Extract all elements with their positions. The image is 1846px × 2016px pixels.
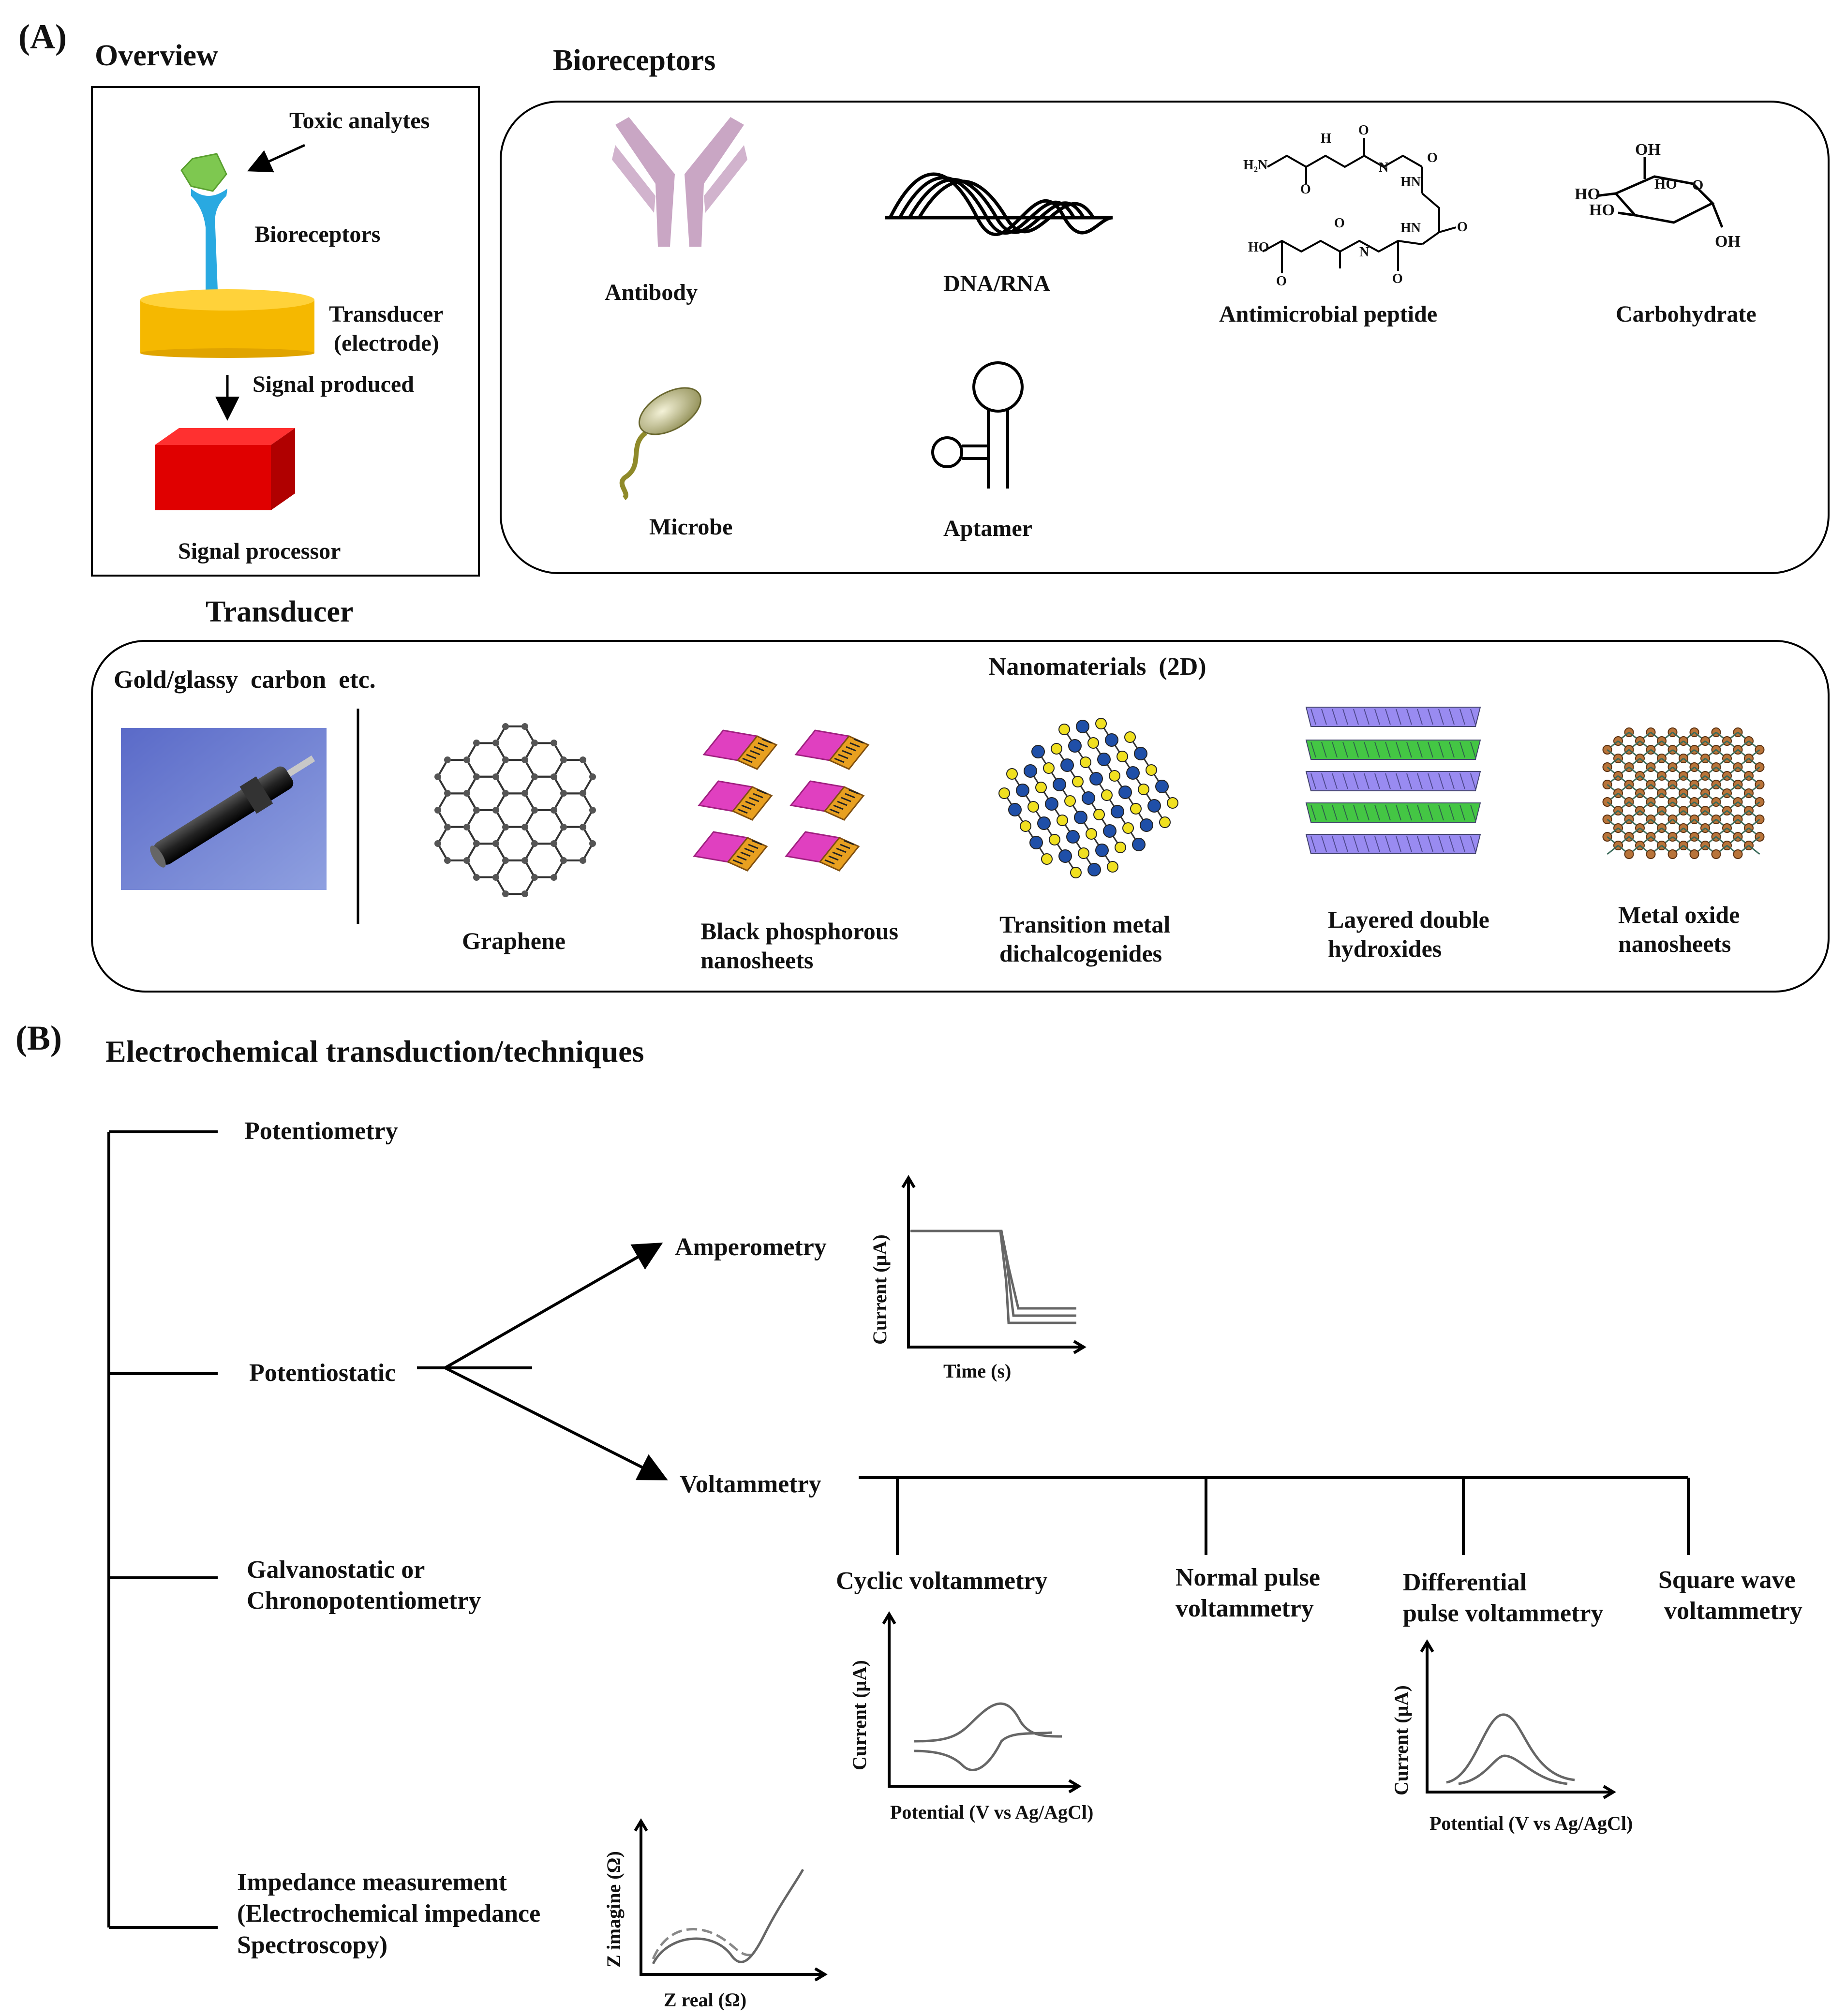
dna-rna-label: DNA/RNA: [943, 271, 1051, 296]
metal-oxide-label-line2: nanosheets: [1618, 930, 1731, 957]
metal-oxide-label-line1: Metal oxide: [1618, 901, 1740, 928]
dna-rna-icon: [885, 172, 1113, 237]
peptide-ho: HO: [1248, 240, 1269, 255]
dpv-label-line1: Differential: [1403, 1569, 1527, 1596]
impedance-label-line2: (Electrochemical impedance: [237, 1900, 540, 1927]
peptide-o5: O: [1276, 274, 1287, 289]
peptide-h1: H: [1321, 131, 1331, 146]
transducer-label-line1: Transducer: [329, 301, 443, 327]
bioreceptors-panel: Antibody DNA/RNA H₂N: [500, 101, 1830, 574]
peptide-o2: O: [1358, 123, 1369, 138]
galvanostatic-label-line1: Galvanostatic or: [247, 1556, 425, 1584]
analyte-arrow: [247, 144, 306, 173]
eis-y-label: Z imagine (Ω): [603, 1851, 625, 1968]
cv-y-label: Current (µA): [849, 1660, 870, 1770]
aptamer-icon: [931, 361, 1024, 489]
eis-x-label: Z real (Ω): [664, 1989, 746, 2011]
tmd-label-line1: Transition metal: [999, 911, 1170, 938]
carbohydrate-label: Carbohydrate: [1616, 301, 1757, 327]
npv-label-line1: Normal pulse: [1176, 1564, 1320, 1591]
carb-ho-1: HO: [1575, 185, 1600, 203]
overview-title: Overview: [95, 39, 218, 72]
amperometry-label: Amperometry: [675, 1233, 827, 1261]
voltammetry-label: Voltammetry: [680, 1470, 821, 1498]
cyclic-voltammetry-plot: Current (µA) Potential (V vs Ag/AgCl): [849, 1611, 1093, 1823]
carb-oh-bottom: OH: [1715, 233, 1741, 251]
ldh-label-line1: Layered double: [1328, 906, 1489, 933]
black-phosphorous-label-line1: Black phosphorous: [700, 918, 898, 945]
cv-x-label: Potential (V vs Ag/AgCl): [890, 1801, 1093, 1823]
panel-b-title: Electrochemical transduction/techniques: [105, 1034, 644, 1068]
carb-o: O: [1692, 177, 1703, 193]
nanomaterials-label: Nanomaterials (2D): [988, 653, 1206, 681]
potentiostatic-label: Potentiostatic: [249, 1359, 396, 1387]
antibody-icon: [612, 117, 747, 247]
transducer-electrode-shape: [140, 289, 314, 358]
peptide-n3: N: [1359, 245, 1369, 260]
carbohydrate-structure: OH HO HO HO O OH: [1575, 141, 1741, 251]
npv-label-line2: voltammetry: [1176, 1595, 1314, 1622]
antimicrobial-peptide-label: Antimicrobial peptide: [1219, 301, 1437, 327]
potentiometry-label: Potentiometry: [244, 1117, 398, 1145]
peptide-o7: O: [1392, 271, 1403, 286]
aptamer-label: Aptamer: [943, 516, 1032, 541]
antimicrobial-peptide-structure: H₂N O H O N O HN HN O HO O O N O: [1243, 123, 1468, 289]
cyclic-voltammetry-label: Cyclic voltammetry: [836, 1567, 1047, 1595]
tmd-label-line2: dichalcogenides: [999, 940, 1162, 967]
transducer-title: Transducer: [206, 595, 353, 628]
black-phosphorous-structure: [693, 729, 870, 872]
dpv-label-line2: pulse voltammetry: [1403, 1600, 1603, 1627]
peptide-hn1: HN: [1400, 175, 1421, 190]
carb-ho-2: HO: [1589, 201, 1615, 219]
peptide-o1: O: [1300, 182, 1311, 197]
peptide-o3: O: [1427, 150, 1438, 165]
toxic-analyte-shape: [180, 153, 227, 192]
impedance-label-line3: Spectroscopy): [237, 1931, 387, 1959]
carb-oh-top: OH: [1635, 141, 1661, 159]
signal-processor-shape: [155, 428, 295, 510]
swv-label-line1: Square wave: [1658, 1566, 1796, 1594]
graphene-label: Graphene: [462, 927, 566, 954]
peptide-h2n: H₂N: [1243, 158, 1267, 173]
graphene-structure: [434, 723, 596, 897]
peptide-o6: O: [1334, 216, 1345, 231]
transducer-panel: Gold/glassy carbon etc. Nanomaterials (2…: [91, 640, 1830, 993]
ldh-label-line2: hydroxides: [1328, 935, 1442, 962]
microbe-icon: [619, 387, 702, 501]
amperometry-x-label: Time (s): [943, 1360, 1011, 1382]
panel-a-tag: (A): [18, 17, 67, 56]
tmd-structure: [998, 718, 1178, 878]
overview-panel: Toxic analytes Bioreceptors Transducer (…: [91, 86, 480, 577]
signal-produced-label: Signal produced: [253, 371, 414, 397]
dpv-x-label: Potential (V vs Ag/AgCl): [1429, 1812, 1633, 1834]
antibody-label: Antibody: [605, 280, 698, 305]
peptide-n2: N: [1379, 160, 1388, 175]
electrode-photo: [121, 728, 327, 890]
signal-processor-label: Signal processor: [178, 538, 341, 564]
panel-b-tag: (B): [15, 1019, 62, 1057]
microbe-label: Microbe: [649, 514, 732, 540]
impedance-label-line1: Impedance measurement: [237, 1868, 507, 1896]
black-phosphorous-label-line2: nanosheets: [700, 947, 813, 974]
dpv-y-label: Current (µA): [1390, 1685, 1412, 1795]
toxic-analytes-label: Toxic analytes: [289, 108, 430, 133]
swv-label-line2: voltammetry: [1664, 1597, 1802, 1625]
eis-plot: Z imagine (Ω) Z real (Ω): [603, 1818, 828, 2011]
gold-glassy-label: Gold/glassy carbon etc.: [114, 666, 376, 694]
peptide-o4: O: [1457, 220, 1468, 235]
transducer-label-line2: (electrode): [334, 330, 439, 356]
bioreceptors-title: Bioreceptors: [553, 44, 715, 77]
amperometry-plot: Current (µA) Time (s): [869, 1175, 1087, 1382]
dpv-plot: Current (µA) Potential (V vs Ag/AgCl): [1390, 1639, 1633, 1834]
amperometry-y-label: Current (µA): [869, 1234, 891, 1345]
peptide-hn2: HN: [1400, 221, 1421, 236]
carb-ho-3: HO: [1654, 176, 1677, 192]
galvanostatic-label-line2: Chronopotentiometry: [247, 1587, 481, 1615]
bioreceptor-shape: [191, 189, 227, 294]
bioreceptors-label: Bioreceptors: [254, 222, 380, 247]
technique-tree: [107, 1130, 1690, 1929]
metal-oxide-structure: [1602, 727, 1765, 859]
ldh-structure: [1305, 707, 1481, 854]
